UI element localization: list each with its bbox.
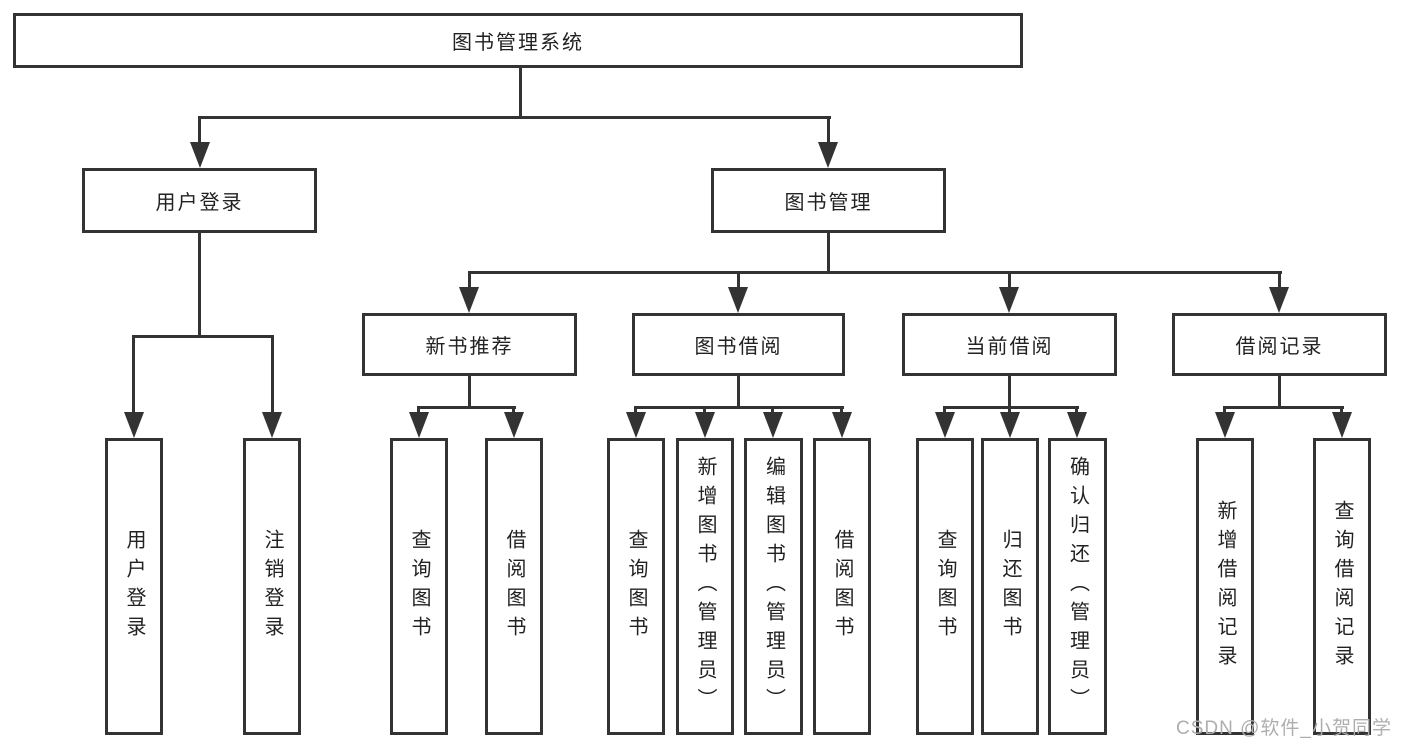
node-label: 借阅图书 (831, 528, 853, 645)
node-label: 归还图书 (999, 528, 1021, 645)
node-label: 查询借阅记录 (1331, 499, 1353, 674)
edge-leaf-stub (840, 406, 843, 415)
edge-root-down (519, 67, 522, 119)
node-label: 新增借阅记录 (1214, 499, 1236, 674)
edge-to-current-borrow (1008, 271, 1011, 290)
edge-borrow-records-rail (1223, 406, 1344, 409)
node-label: 查询图书 (408, 528, 430, 645)
arrowhead-icon (832, 412, 852, 438)
edge-current-borrow-rail (943, 406, 1079, 409)
watermark: CSDN @软件_小贺同学 (1176, 718, 1392, 739)
edge-new-book-recommend-down (468, 376, 471, 409)
arrowhead-icon (818, 142, 838, 168)
arrowhead-icon (763, 412, 783, 438)
edge-to-borrow-records (1278, 271, 1281, 290)
edge-to-book-borrow (737, 271, 740, 290)
edge-level2-rail (468, 271, 1282, 274)
edge-new-book-recommend-rail (417, 406, 516, 409)
arrowhead-icon (459, 287, 479, 313)
node-label: 编辑图书（管理员） (762, 456, 785, 717)
edge-current-borrow-down (1008, 376, 1011, 409)
edge-leaf-stub (512, 406, 515, 415)
node-label: 查询图书 (625, 528, 647, 645)
arrowhead-icon (124, 412, 144, 438)
arrowhead-icon (1269, 287, 1289, 313)
edge-leaf-stub (417, 406, 420, 415)
arrowhead-icon (1067, 412, 1087, 438)
node-leaf-user-login: 用户登录 (105, 438, 163, 735)
edge-book-borrow-down (737, 376, 740, 409)
edge-leaf-stub (634, 406, 637, 415)
arrowhead-icon (262, 412, 282, 438)
node-leaf-borrow-books-recommend: 借阅图书 (485, 438, 543, 735)
edge-book-borrow-rail (634, 406, 844, 409)
node-leaf-confirm-return-admin: 确认归还（管理员） (1048, 438, 1107, 735)
node-user-login: 用户登录 (82, 168, 317, 233)
node-leaf-add-borrow-record: 新增借阅记录 (1196, 438, 1254, 735)
node-leaf-query-borrow-record: 查询借阅记录 (1313, 438, 1371, 735)
node-leaf-query-books-recommend: 查询图书 (390, 438, 448, 735)
edge-leaf-stub (703, 406, 706, 415)
arrowhead-icon (1332, 412, 1352, 438)
arrowhead-icon (1000, 412, 1020, 438)
node-borrow-records: 借阅记录 (1172, 313, 1387, 376)
node-label: 确认归还（管理员） (1066, 456, 1089, 717)
node-leaf-borrow-books-borrow: 借阅图书 (813, 438, 871, 735)
node-root: 图书管理系统 (13, 13, 1023, 68)
edge-level1-rail (198, 116, 831, 119)
edge-leaf-stub (1075, 406, 1078, 415)
arrowhead-icon (999, 287, 1019, 313)
edge-leaf-stub (943, 406, 946, 415)
edge-to-leaf-logout (271, 335, 274, 414)
node-leaf-return-book: 归还图书 (981, 438, 1039, 735)
node-new-book-recommend: 新书推荐 (362, 313, 577, 376)
edge-to-book-management (827, 116, 830, 144)
node-leaf-edit-book-admin: 编辑图书（管理员） (744, 438, 803, 735)
edge-user-login-rail (132, 335, 274, 338)
node-leaf-logout: 注销登录 (243, 438, 301, 735)
node-book-borrow: 图书借阅 (632, 313, 845, 376)
edge-leaf-stub (1340, 406, 1343, 415)
node-book-management: 图书管理 (711, 168, 946, 233)
arrowhead-icon (935, 412, 955, 438)
edge-borrow-records-down (1278, 376, 1281, 409)
edge-book-management-down (827, 233, 830, 274)
node-leaf-add-book-admin: 新增图书（管理员） (676, 438, 734, 735)
node-label: 新增图书（管理员） (694, 456, 716, 717)
arrowhead-icon (504, 412, 524, 438)
node-current-borrow: 当前借阅 (902, 313, 1117, 376)
edge-to-new-book-recommend (468, 271, 471, 290)
edge-user-login-down (198, 233, 201, 337)
edge-leaf-stub (1008, 406, 1011, 415)
arrowhead-icon (728, 287, 748, 313)
arrowhead-icon (695, 412, 715, 438)
node-leaf-query-books-borrow: 查询图书 (607, 438, 665, 735)
node-leaf-query-books-current: 查询图书 (916, 438, 974, 735)
edge-to-user-login (198, 116, 201, 144)
edge-to-leaf-user-login (132, 335, 135, 414)
arrowhead-icon (409, 412, 429, 438)
node-label: 用户登录 (123, 528, 145, 645)
arrowhead-icon (190, 142, 210, 168)
arrowhead-icon (626, 412, 646, 438)
node-label: 注销登录 (261, 528, 283, 645)
edge-leaf-stub (1223, 406, 1226, 415)
edge-leaf-stub (771, 406, 774, 415)
arrowhead-icon (1215, 412, 1235, 438)
node-label: 查询图书 (934, 528, 956, 645)
node-label: 借阅图书 (503, 528, 525, 645)
